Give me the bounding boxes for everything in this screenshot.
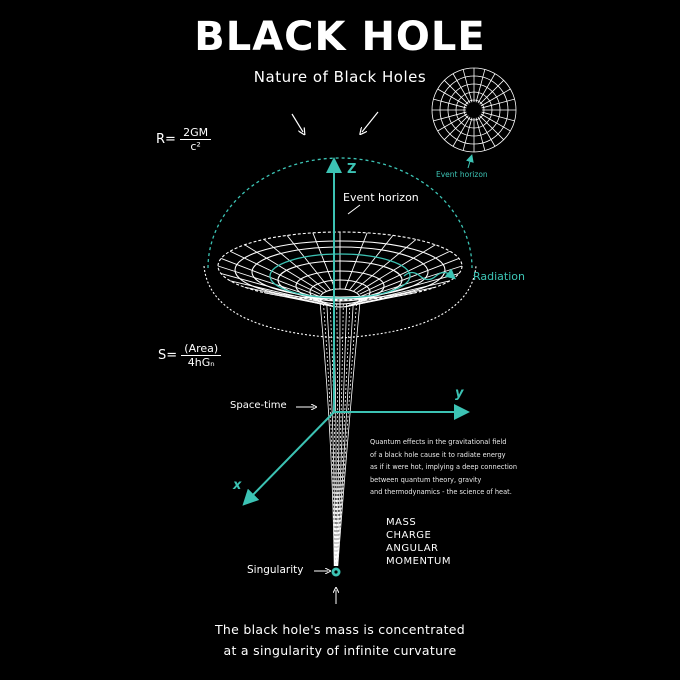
throat-line [336, 303, 354, 567]
event-horizon-mini-label: Event horizon [436, 170, 488, 179]
note-line: as if it were hot, implying a deep conne… [370, 463, 518, 472]
mini-spoke [433, 98, 467, 109]
funnel-spoke [263, 292, 327, 306]
throat-line [323, 303, 335, 567]
mini-spoke [437, 88, 468, 107]
funnel-spoke [359, 280, 451, 303]
event-horizon-ring [269, 253, 411, 299]
mini-spoke [452, 73, 471, 104]
entropy-formula-lhs: S= [158, 348, 178, 363]
mini-spoke [475, 69, 486, 103]
singularity-label: Singularity [247, 564, 304, 576]
funnel-spoke [229, 280, 321, 303]
space-time-label: Space-time [230, 400, 287, 411]
note-line: Quantum effects in the gravitational fie… [370, 438, 507, 446]
throat-line [336, 303, 351, 567]
arrow-left-down [291, 113, 303, 132]
mini-spoke [452, 116, 471, 147]
note-line: of a black hole cause it to radiate ener… [370, 450, 506, 459]
mini-spoke [444, 115, 469, 140]
mini-spoke [479, 80, 504, 105]
funnel-spoke [312, 298, 336, 308]
funnel-spoke [220, 273, 319, 301]
mini-spoke [480, 88, 511, 107]
mini-spoke [444, 80, 469, 105]
mini-spoke [462, 117, 473, 151]
axis-z-label: Z [347, 162, 357, 177]
funnel-spoke [353, 239, 417, 292]
mini-spoke [479, 115, 504, 140]
note-line: and thermodynamics - the science of heat… [370, 488, 512, 497]
event-horizon-label: Event horizon [343, 191, 419, 204]
mini-spoke [481, 98, 515, 109]
funnel-spoke [344, 298, 368, 308]
radiation-arrow [403, 268, 456, 281]
funnel-spoke [357, 286, 436, 305]
mini-spoke [480, 113, 511, 132]
property-item: MASS [386, 517, 417, 528]
funnel-spoke [244, 286, 323, 305]
radiation-label: Radiation [473, 270, 525, 283]
event-horizon-pointer [347, 204, 361, 215]
throat-line [336, 303, 347, 567]
entropy-formula: S= (Area)4hGₙ [158, 342, 222, 369]
caption-line: The black hole's mass is concentrated [214, 622, 466, 637]
black-hole-properties: MASS CHARGE ANGULAR MOMENTUM [386, 516, 451, 568]
spacetime-funnel-spokes [217, 232, 463, 308]
radius-formula-denominator: c² [190, 140, 201, 153]
throat-line [335, 303, 341, 567]
mini-spoke [477, 73, 496, 104]
caption-line: at a singularity of infinite curvature [223, 643, 457, 658]
radius-formula-lhs: R= [156, 132, 176, 147]
funnel-spoke [229, 250, 321, 295]
mini-spoke [477, 116, 496, 147]
funnel-spoke [349, 235, 394, 291]
property-item: ANGULAR [386, 543, 439, 554]
mini-spoke [462, 69, 473, 103]
page-subtitle: Nature of Black Holes [253, 68, 427, 86]
funnel-spoke [217, 265, 319, 299]
bottom-caption: The black hole's mass is concentrated at… [0, 619, 680, 661]
mini-pointer-arrow [466, 154, 474, 169]
mini-spoke [481, 111, 515, 122]
entropy-formula-numerator: (Area) [181, 342, 222, 356]
property-item: MOMENTUM [386, 556, 451, 567]
throat-line [337, 303, 361, 567]
singularity-core [334, 570, 338, 574]
funnel-spoke [361, 273, 460, 301]
note-line: between quantum theory, gravity [370, 475, 482, 484]
funnel-spoke [356, 244, 436, 293]
funnel-spoke [349, 296, 394, 307]
arrow-right-down [362, 111, 379, 132]
mini-spoke [437, 113, 468, 132]
throat-line [335, 303, 338, 567]
funnel-spoke [344, 232, 368, 290]
mini-spoke [433, 111, 467, 122]
property-item: CHARGE [386, 530, 432, 541]
axis-x-label: x [233, 478, 242, 493]
page-title: BLACK HOLE [194, 14, 486, 60]
funnel-spoke [286, 235, 331, 291]
throat-line [337, 303, 357, 567]
entropy-formula-denominator: 4hGₙ [187, 356, 215, 369]
throat-line [335, 303, 344, 567]
radius-formula-numerator: 2GM [180, 126, 212, 140]
funnel-spoke [359, 250, 451, 295]
x-axis [242, 411, 335, 506]
funnel-spoke [244, 244, 324, 293]
event-horizon-mini-diagram [431, 67, 517, 153]
throat-line [326, 303, 336, 567]
funnel-spoke [312, 232, 336, 290]
mini-spoke [475, 117, 486, 151]
axis-y-label: y [455, 386, 464, 401]
quantum-effects-note: Quantum effects in the gravitational fie… [370, 436, 560, 499]
throat-line [319, 303, 335, 567]
funnel-spoke [263, 239, 327, 292]
throat-line [329, 303, 336, 567]
spacetime-funnel-throat [319, 303, 361, 567]
